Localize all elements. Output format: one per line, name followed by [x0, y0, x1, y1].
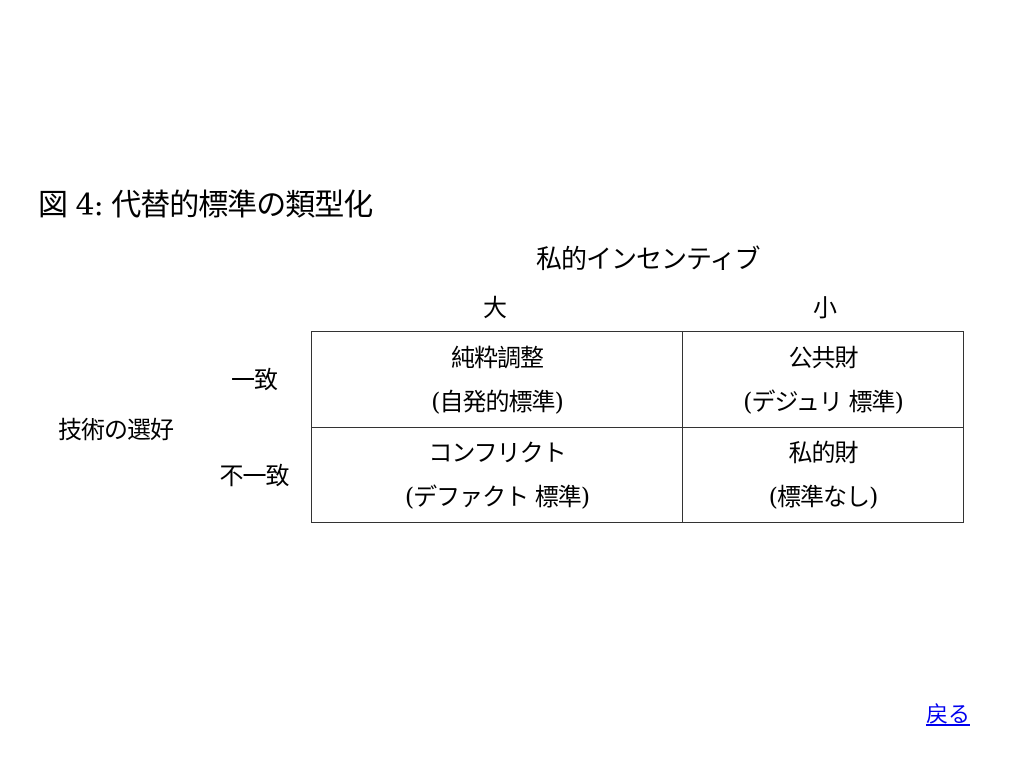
figure-title: 図 4: 代替的標準の類型化 [38, 188, 373, 223]
cell-subtitle: (標準なし) [768, 483, 879, 511]
cell-title: 私的財 [788, 439, 859, 467]
cell-title: 純粋調整 [451, 343, 544, 372]
matrix-cell-private-good: 私的財 (標準なし) [683, 428, 963, 522]
matrix-cell-conflict: コンフリクト (デファクト 標準) [312, 428, 683, 522]
cell-subtitle: (デファクト 標準) [404, 483, 590, 511]
row-axis-heading: 技術の選好 [58, 416, 174, 444]
matrix-cell-public-good: 公共財 (デジュリ 標準) [683, 332, 963, 428]
cell-subtitle: (自発的標準) [431, 387, 564, 416]
column-label-small: 小 [813, 294, 837, 322]
row-label-disagree: 不一致 [219, 462, 290, 490]
row-label-agree: 一致 [231, 366, 278, 394]
matrix-cell-pure-coordination: 純粋調整 (自発的標準) [312, 332, 683, 428]
standards-matrix: 純粋調整 (自発的標準) 公共財 (デジュリ 標準) コンフリクト (デファクト… [311, 331, 964, 523]
column-label-large: 大 [483, 294, 507, 322]
back-link[interactable]: 戻る [925, 703, 970, 728]
column-axis-heading: 私的インセンティブ [536, 245, 760, 275]
cell-title: コンフリクト [428, 439, 566, 467]
cell-title: 公共財 [788, 343, 859, 372]
cell-subtitle: (デジュリ 標準) [743, 387, 904, 416]
